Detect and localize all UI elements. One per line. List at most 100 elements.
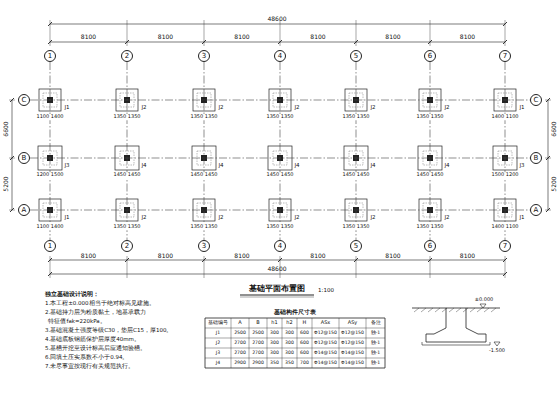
extension-line: [50, 20, 51, 46]
elevation-text: -1.500: [489, 348, 505, 354]
extension-line: [9, 158, 15, 159]
table-header: h1: [271, 320, 277, 326]
dimension-text: 8100: [158, 34, 173, 41]
table-cell: 2700: [234, 340, 246, 345]
footing-tag: J4: [217, 162, 224, 168]
table-header: B: [256, 320, 259, 326]
table-rule: [205, 368, 385, 369]
table-rule: [339, 318, 340, 368]
axis-line: [50, 62, 51, 240]
dimension-text: 5200: [3, 176, 10, 191]
table-cell: J4: [216, 360, 220, 365]
extension-line: [545, 210, 551, 211]
table-cell: 300: [285, 330, 294, 335]
footing-dimension: 1350 1350: [265, 114, 294, 120]
table-rule: [205, 318, 206, 368]
footing-dimension: 1350 1350: [112, 114, 141, 120]
axis-number: 1: [48, 53, 52, 60]
table-cell: J2: [216, 340, 220, 345]
footing-dimension: 1400 1100: [490, 114, 519, 120]
dimension-tick: [10, 156, 14, 160]
extension-line: [430, 256, 431, 278]
extension-line: [430, 20, 431, 46]
table-cell: 700: [300, 360, 309, 365]
footing-dimension: 1450 1450: [189, 172, 218, 178]
soil-hatch: [456, 308, 461, 312]
footing-tag: J4: [293, 162, 300, 168]
soil-hatch: [435, 308, 440, 312]
dimension-line: [50, 274, 505, 275]
footing-tag: J1: [518, 214, 525, 220]
note-line: 5.基槽开挖至设计标高后应通知验槽。: [45, 345, 146, 351]
dimension-text: 8100: [158, 252, 173, 259]
table-cell: 2700: [234, 350, 246, 355]
extension-line: [545, 158, 551, 159]
dimension-tick: [546, 98, 550, 102]
table-cell: 600: [300, 330, 309, 335]
axis-number: 2: [125, 53, 129, 60]
footing-dimension: 1450 1450: [415, 172, 444, 178]
table-rule: [267, 318, 268, 368]
soil-hatch: [414, 308, 419, 312]
table-cell: 300: [270, 350, 279, 355]
table-cell: 350: [285, 360, 294, 365]
extension-line: [505, 20, 506, 46]
footing-tag: J2: [140, 104, 147, 110]
table-rule: [282, 318, 283, 368]
axis-number: C: [22, 97, 27, 104]
axis-bubble: C: [530, 94, 542, 106]
axis-line: [430, 62, 431, 240]
axis-bubble: 5: [350, 240, 362, 252]
dimension-tick: [10, 208, 14, 212]
footing-dimension: 1450 1450: [112, 172, 141, 178]
footing-tag: J4: [369, 162, 376, 168]
table-header: ASx: [321, 320, 331, 326]
table-rule: [231, 318, 232, 368]
soil-hatch: [470, 308, 475, 312]
axis-bubble: 1: [44, 50, 56, 62]
table-rule: [205, 358, 385, 359]
footing-dimension: 1450 1450: [341, 172, 370, 178]
cushion-line: [422, 342, 423, 345]
footing-tag: J1: [63, 214, 70, 220]
footing-dimension: 1350 1350: [415, 114, 444, 120]
axis-line: [204, 62, 205, 240]
table-cell: 2500: [252, 330, 264, 335]
extension-line: [204, 20, 205, 46]
axis-bubble: 2: [121, 50, 133, 62]
axis-number: 3: [202, 243, 206, 250]
axis-number: A: [22, 207, 27, 214]
extension-line: [9, 210, 15, 211]
table-cell: Φ14@150: [341, 350, 364, 355]
elevation-mark: [494, 342, 500, 346]
axis-bubble: 7: [499, 240, 511, 252]
table-rule: [297, 318, 298, 368]
axis-bubble: 4: [274, 50, 286, 62]
axis-bubble: 1: [44, 240, 56, 252]
footing-tag: J1: [518, 104, 525, 110]
dimension-line: [50, 24, 505, 25]
extension-line: [127, 256, 128, 278]
table-rule: [366, 318, 367, 368]
footing-tag: J2: [217, 104, 224, 110]
title-underline: [240, 295, 314, 296]
dimension-tick: [10, 98, 14, 102]
axis-number: 5: [354, 53, 358, 60]
dimension-text: 8100: [310, 252, 325, 259]
axis-bubble: A: [18, 204, 30, 216]
axis-line: [505, 62, 506, 240]
dimension-text: 48600: [267, 266, 286, 273]
dimension-text: 6600: [3, 121, 10, 136]
table-cell: 2700: [252, 340, 264, 345]
axis-bubble: 3: [198, 50, 210, 62]
axis-bubble: 6: [424, 240, 436, 252]
dimension-text: 8100: [234, 34, 249, 41]
footing-tag: J4: [443, 162, 450, 168]
table-rule: [205, 328, 385, 329]
axis-bubble: A: [530, 204, 542, 216]
footing-dimension: 1500 1200: [490, 172, 519, 178]
table-rule: [385, 318, 386, 368]
axis-bubble: C: [18, 94, 30, 106]
table-cell: 独-1: [371, 340, 381, 345]
footing-dimension: 1100 1400: [35, 114, 64, 120]
